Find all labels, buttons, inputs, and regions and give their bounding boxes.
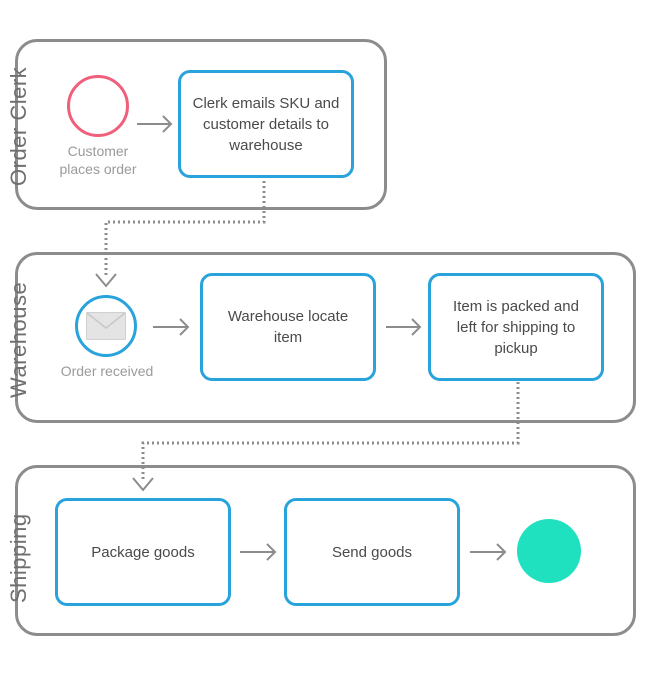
lane-title-warehouse: Warehouse [6, 281, 31, 398]
lane-title-order-clerk: Order Clerk [6, 66, 31, 186]
caption-order-received: Order received [60, 363, 154, 379]
task-clerk-emails: Clerk emails SKU and customer details to… [178, 70, 354, 178]
lane-warehouse [15, 252, 636, 423]
caption-customer-places-order: Customer places order [59, 143, 137, 177]
task-package-goods: Package goods [55, 498, 231, 606]
envelope-icon [86, 312, 126, 340]
arrow-right-icon [240, 543, 277, 561]
order-received-event [75, 295, 137, 357]
arrow-right-icon [153, 318, 190, 336]
message-flow-arrowhead-2 [132, 477, 154, 492]
task-send-goods: Send goods [284, 498, 460, 606]
arrow-right-icon [386, 318, 422, 336]
start-event-icon [67, 75, 129, 137]
lane-order-clerk [15, 39, 387, 210]
message-flow-clerk-to-warehouse [104, 181, 266, 276]
message-flow-warehouse-to-shipping [141, 382, 520, 480]
arrow-right-icon [470, 543, 507, 561]
message-flow-arrowhead-1 [95, 273, 117, 288]
end-event-icon [517, 519, 581, 583]
lane-shipping [15, 465, 636, 636]
task-item-packed: Item is packed and left for shipping to … [428, 273, 604, 381]
arrow-right-icon [137, 115, 173, 133]
lane-title-shipping: Shipping [6, 513, 31, 603]
task-warehouse-locate: Warehouse locate item [200, 273, 376, 381]
